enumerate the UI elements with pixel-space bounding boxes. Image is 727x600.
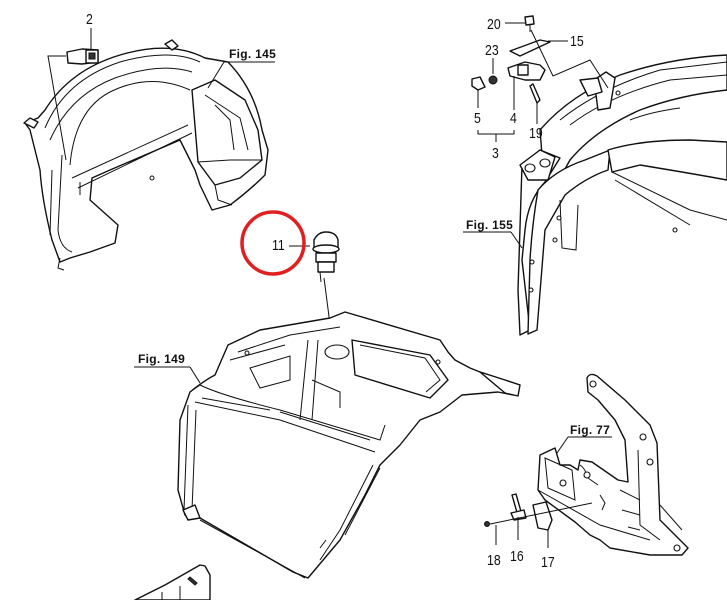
part-label-11: 11 bbox=[272, 237, 285, 254]
fig-ref-155[interactable]: Fig. 155 bbox=[466, 218, 514, 232]
part-label-2: 2 bbox=[86, 11, 93, 28]
part-2-switch bbox=[47, 28, 99, 161]
part-label-23: 23 bbox=[485, 42, 499, 59]
part-11-switch bbox=[289, 231, 340, 356]
part-label-15: 15 bbox=[570, 33, 584, 50]
lower-panel-partial bbox=[134, 564, 211, 600]
fig-ref-145[interactable]: Fig. 145 bbox=[229, 47, 277, 61]
part-label-5: 5 bbox=[474, 110, 481, 127]
part-label-18: 18 bbox=[487, 552, 501, 569]
part-label-19: 19 bbox=[529, 125, 543, 142]
part-label-17: 17 bbox=[541, 554, 555, 571]
pedal-bracket-assembly bbox=[537, 373, 689, 556]
highlight-circle bbox=[240, 210, 306, 276]
figure-ref-leaders bbox=[134, 61, 612, 454]
frame-assembly bbox=[517, 54, 727, 336]
part-label-20: 20 bbox=[487, 16, 501, 33]
bracket-hardware-group bbox=[471, 15, 609, 142]
part-label-16: 16 bbox=[510, 548, 524, 565]
cover-assembly bbox=[177, 311, 521, 579]
fig-ref-77[interactable]: Fig. 77 bbox=[570, 423, 611, 437]
pedal-hardware-group bbox=[484, 493, 593, 548]
part-label-3: 3 bbox=[492, 145, 499, 162]
part-label-4: 4 bbox=[510, 110, 517, 127]
meter-panel-assembly bbox=[23, 39, 269, 271]
fig-ref-149[interactable]: Fig. 149 bbox=[138, 352, 186, 366]
